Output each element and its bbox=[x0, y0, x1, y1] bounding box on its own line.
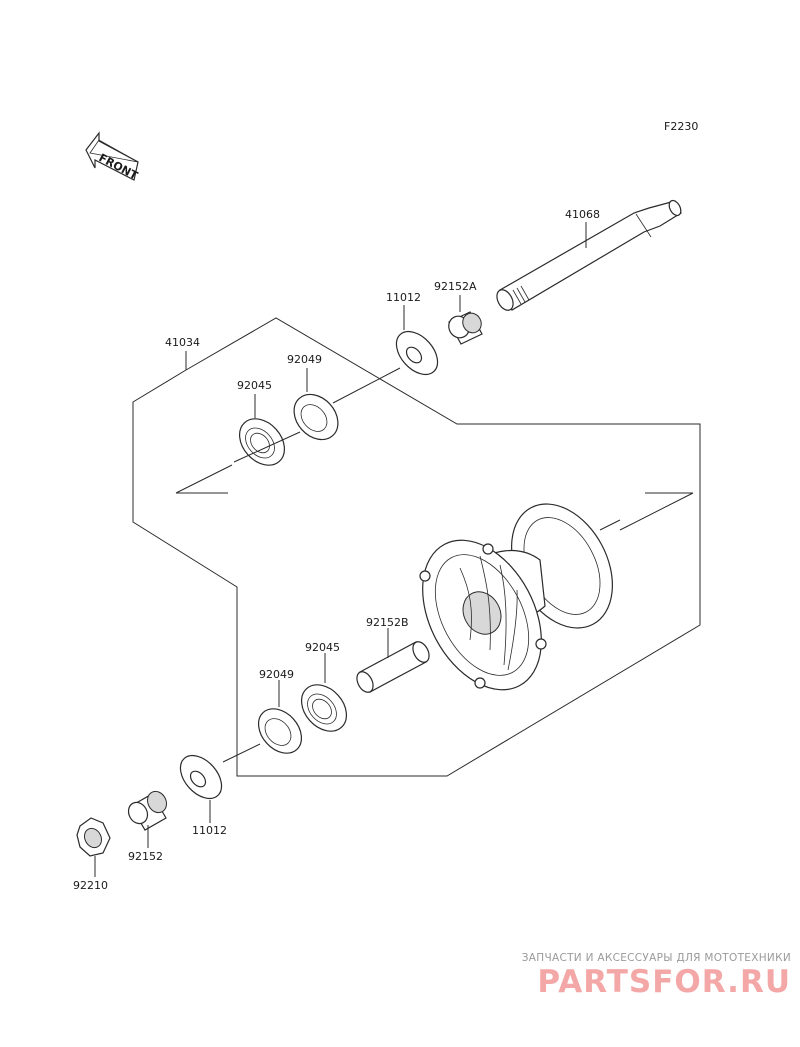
axis-line-top-2 bbox=[233, 431, 301, 463]
label-92045-bottom: 92045 bbox=[305, 641, 340, 654]
oil-seal-92049-top: 92049 bbox=[287, 353, 339, 441]
oil-seal-92049-bottom: 92049 bbox=[257, 668, 303, 754]
bearing-92045-top: 92045 bbox=[237, 379, 286, 466]
watermark-logo: PARTSFOR.RU bbox=[537, 964, 791, 1000]
label-92152a: 92152A bbox=[434, 280, 477, 293]
spacer-92152b: 92152B bbox=[356, 616, 430, 693]
label-92152b: 92152B bbox=[366, 616, 409, 629]
collar-92152: 92152 bbox=[127, 790, 167, 863]
bearing-92045-bottom: 92045 bbox=[300, 641, 348, 732]
label-11012-bottom: 11012 bbox=[192, 824, 227, 837]
collar-92152a: 92152A bbox=[434, 280, 483, 345]
wheel-assembly-bracket bbox=[132, 317, 701, 777]
label-92152: 92152 bbox=[128, 850, 163, 863]
watermark-tagline: ЗАПЧАСТИ И АКСЕССУАРЫ ДЛЯ МОТОТЕХНИКИ bbox=[521, 952, 791, 964]
axis-line-bottom bbox=[222, 743, 261, 763]
label-92049-top: 92049 bbox=[287, 353, 322, 366]
nut-92210: 92210 bbox=[73, 817, 111, 892]
wheel-hub-41034 bbox=[419, 503, 621, 691]
label-41034: 41034 bbox=[165, 336, 200, 349]
label-92049-bottom: 92049 bbox=[259, 668, 294, 681]
seal-11012-top: 11012 bbox=[386, 291, 439, 376]
label-11012-top: 11012 bbox=[386, 291, 421, 304]
front-arrow-icon: FRONT bbox=[85, 131, 140, 183]
axle-41068: 41068 bbox=[496, 199, 682, 311]
seal-11012-bottom: 11012 bbox=[179, 754, 227, 837]
axis-line-top bbox=[332, 367, 401, 404]
label-41068: 41068 bbox=[565, 208, 600, 221]
label-92045-top: 92045 bbox=[237, 379, 272, 392]
figure-code: F2230 bbox=[664, 120, 698, 133]
label-92210: 92210 bbox=[73, 879, 108, 892]
